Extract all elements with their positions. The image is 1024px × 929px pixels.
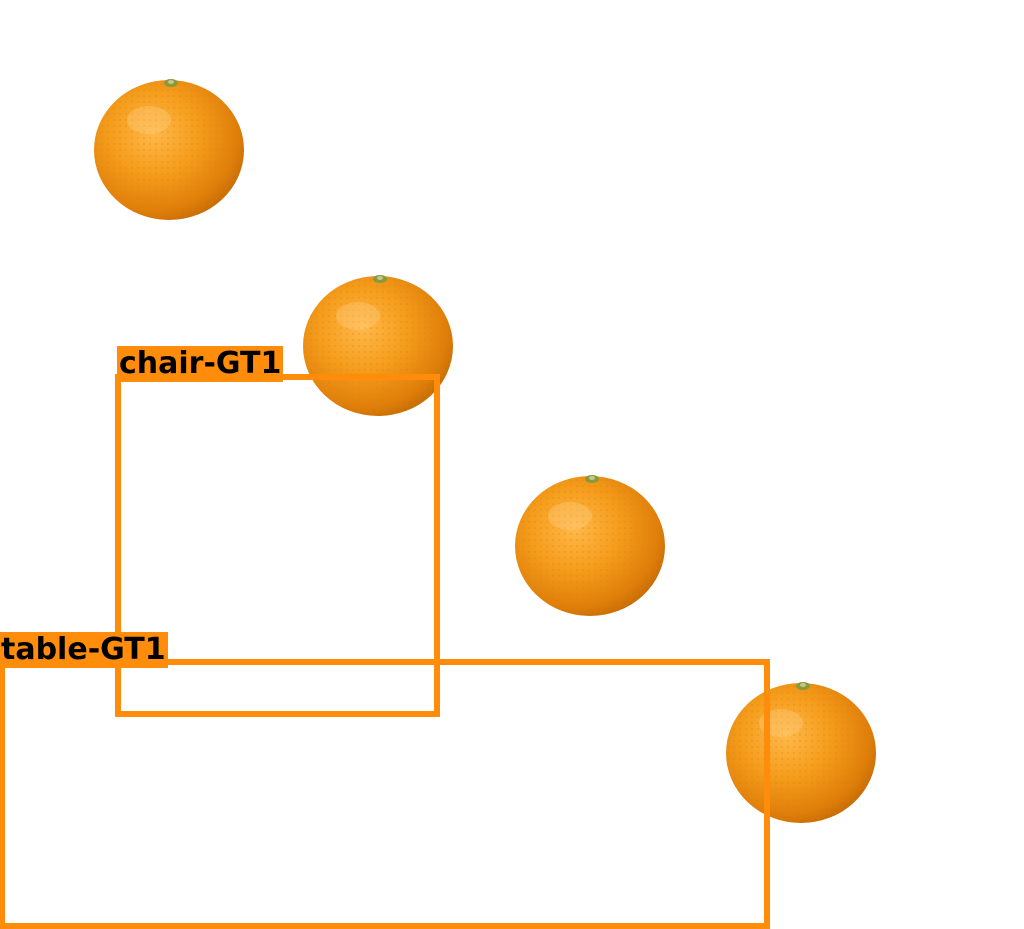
orange-3	[514, 471, 666, 617]
chair-box-label: chair-GT1	[117, 346, 284, 382]
orange-fruit-icon	[94, 79, 244, 220]
orange-1	[93, 75, 245, 221]
orange-fruit-icon	[515, 475, 665, 616]
table-box-label: table-GT1	[0, 632, 168, 668]
table-bounding-box	[0, 659, 770, 929]
